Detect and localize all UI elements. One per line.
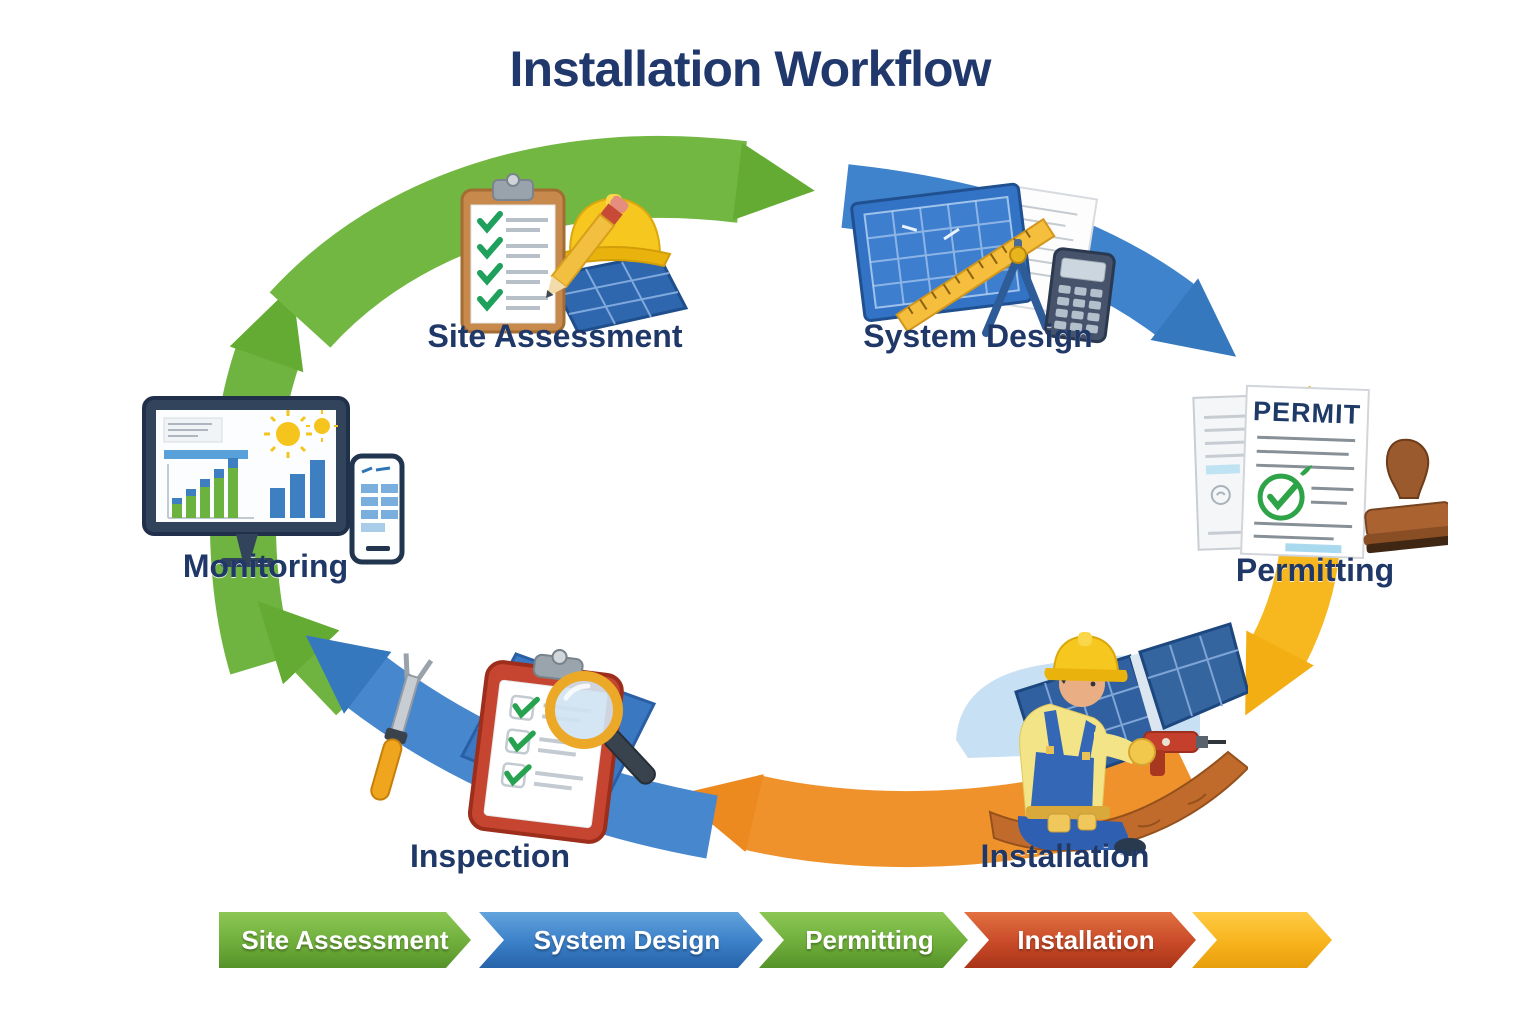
solar-panel-icon: [547, 252, 689, 334]
drill-icon: [1143, 731, 1226, 776]
arrow-green-tip-to-monitoring: [257, 601, 368, 716]
clipboard-icon: [460, 173, 566, 334]
permit-document-title: PERMIT: [1253, 396, 1362, 430]
process-step-system-design: System Design: [479, 912, 763, 968]
process-step-label: Installation: [1017, 924, 1155, 955]
arrow-installation-to-inspection: [676, 737, 1205, 868]
permit-document-icon: PERMIT: [1240, 384, 1370, 560]
process-step-site-assessment: Site Assessment: [219, 912, 471, 968]
screwdriver-icon: [370, 653, 434, 801]
calculator-icon: [1044, 247, 1116, 344]
worker-icon: [1017, 632, 1226, 856]
worker-helmet-icon: [1044, 632, 1128, 682]
blueprint-icon: [850, 182, 1034, 322]
stage-label-monitoring: Monitoring: [182, 548, 349, 584]
system-design-icon: [850, 182, 1116, 344]
monitor-icon: [142, 396, 350, 567]
stage-label-system-design: System Design: [863, 318, 1093, 354]
process-step-installation: Installation: [964, 912, 1196, 968]
process-step-label: Site Assessment: [241, 924, 449, 955]
permitting-icon: PERMIT: [1192, 384, 1448, 560]
magnifier-icon: [545, 671, 656, 785]
process-step-permitting: Permitting: [759, 912, 968, 968]
site-assessment-icon: [460, 173, 689, 334]
process-step-label: System Design: [533, 924, 721, 955]
compass-icon: [982, 239, 1050, 337]
sun-icon: [264, 410, 338, 458]
pencil-icon: [546, 195, 629, 299]
checklist-icon: [477, 211, 548, 312]
process-step-label: Permitting: [805, 924, 934, 955]
stage-label-installation: Installation: [980, 838, 1150, 874]
inspection-icon: [370, 648, 657, 844]
stage-label-inspection: Inspection: [409, 838, 570, 874]
stage-label-permitting: Permitting: [1235, 552, 1395, 588]
smartphone-icon: [349, 453, 405, 565]
monitoring-icon: [142, 396, 405, 567]
rubber-stamp-icon: [1363, 438, 1448, 554]
bar-chart-icon: [167, 458, 254, 519]
stage-label-site-assessment: Site Assessment: [427, 318, 683, 354]
bar-chart-2-icon: [270, 460, 325, 518]
installation-icon: [956, 622, 1248, 856]
page-title: Installation Workflow: [509, 41, 992, 97]
